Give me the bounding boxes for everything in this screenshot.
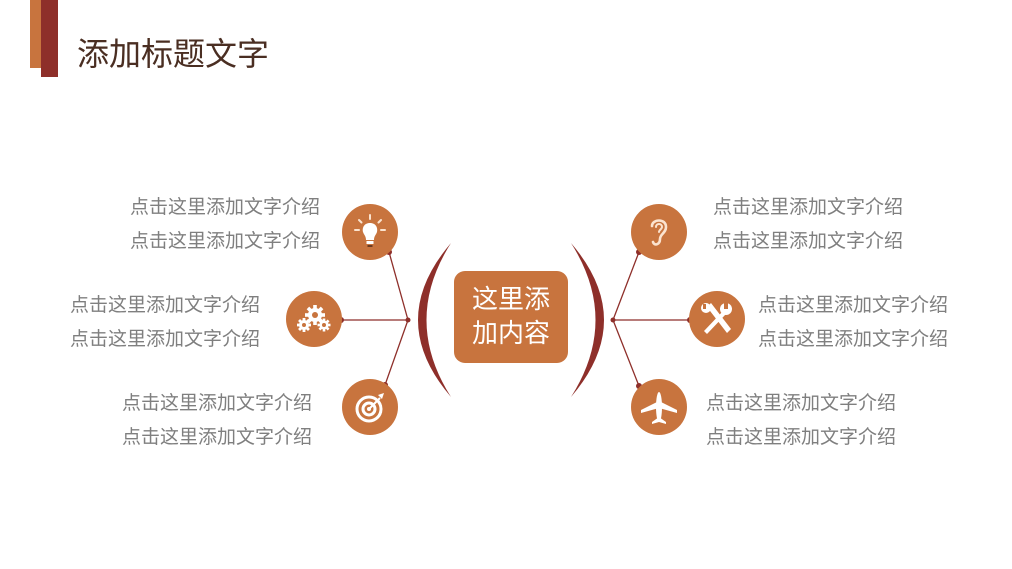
node-lightbulb <box>342 204 398 260</box>
right-bracket-arc <box>571 243 604 397</box>
lightbulb-icon <box>354 214 386 247</box>
node-gears <box>286 291 342 347</box>
left-node-2-text: 点击这里添加文字介绍 点击这里添加文字介绍 <box>40 288 260 356</box>
text-line: 点击这里添加文字介绍 <box>706 392 897 414</box>
text-line: 点击这里添加文字介绍 <box>121 426 312 448</box>
text-line: 点击这里添加文字介绍 <box>121 392 312 414</box>
text-line: 点击这里添加文字介绍 <box>129 230 320 252</box>
center-line-2: 加内容 <box>471 319 550 349</box>
text-line: 点击这里添加文字介绍 <box>758 328 949 350</box>
text-line: 点击这里添加文字介绍 <box>758 294 949 316</box>
airplane-icon <box>641 392 677 424</box>
node-target <box>342 379 398 435</box>
text-line: 点击这里添加文字介绍 <box>69 294 260 316</box>
center-content-box: 这里添 加内容 <box>454 271 568 363</box>
text-line: 点击这里添加文字介绍 <box>69 328 260 350</box>
node-ear <box>631 204 687 260</box>
node-airplane <box>631 379 687 435</box>
header-accent-bar-orange <box>30 0 41 68</box>
left-node-3-text: 点击这里添加文字介绍 点击这里添加文字介绍 <box>92 386 312 454</box>
tools-icon <box>701 303 732 334</box>
target-icon <box>355 393 384 423</box>
gears-icon <box>297 305 331 332</box>
ear-icon <box>650 219 668 246</box>
text-line: 点击这里添加文字介绍 <box>713 230 904 252</box>
right-node-3-text: 点击这里添加文字介绍 点击这里添加文字介绍 <box>706 386 926 454</box>
text-line: 点击这里添加文字介绍 <box>706 426 897 448</box>
header-accent-bar-red <box>41 0 58 77</box>
right-node-2-text: 点击这里添加文字介绍 点击这里添加文字介绍 <box>758 288 978 356</box>
right-node-1-text: 点击这里添加文字介绍 点击这里添加文字介绍 <box>713 190 933 258</box>
text-line: 点击这里添加文字介绍 <box>713 196 904 218</box>
center-line-1: 这里添 <box>471 285 550 315</box>
page-title: 添加标题文字 <box>77 35 270 73</box>
text-line: 点击这里添加文字介绍 <box>129 196 320 218</box>
left-bracket-arc <box>418 243 451 397</box>
left-node-1-text: 点击这里添加文字介绍 点击这里添加文字介绍 <box>100 190 320 258</box>
node-tools <box>689 291 745 347</box>
